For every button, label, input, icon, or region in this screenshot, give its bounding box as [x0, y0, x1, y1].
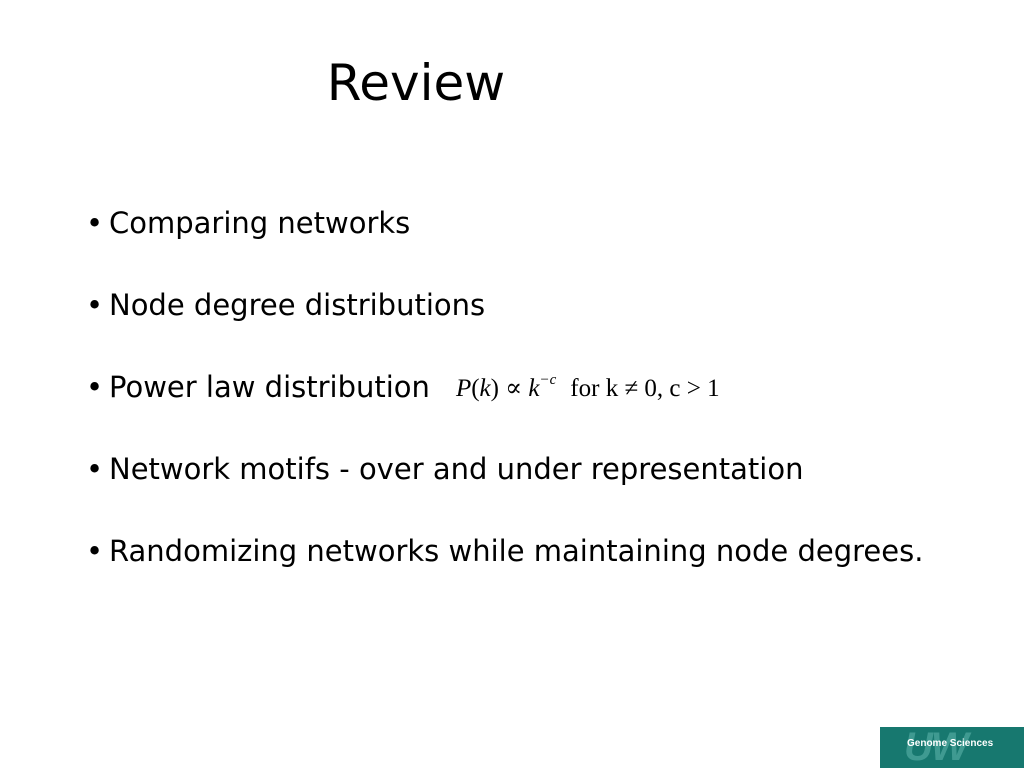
bullet-list: •Comparing networks •Node degree distrib… [86, 200, 923, 610]
bullet-icon: • [86, 206, 104, 240]
formula-proportional-symbol: ∝ [505, 375, 523, 402]
formula-condition: for k ≠ 0, c > 1 [570, 375, 720, 402]
bullet-text: Node degree distributions [109, 288, 486, 322]
formula-exponent: −c [539, 372, 557, 388]
genome-sciences-logo: UW Genome Sciences [880, 727, 1024, 768]
bullet-text: Power law distribution [109, 370, 430, 404]
uw-watermark: UW [904, 727, 969, 768]
bullet-text: Randomizing networks while maintaining n… [109, 534, 924, 568]
bullet-icon: • [86, 288, 104, 322]
bullet-icon: • [86, 370, 104, 404]
bullet-item: •Randomizing networks while maintaining … [86, 528, 923, 574]
bullet-text: Network motifs - over and under represen… [109, 452, 804, 486]
bullet-item: •Node degree distributions [86, 282, 923, 328]
bullet-item: •Comparing networks [86, 200, 923, 246]
slide-title: Review [326, 54, 506, 112]
bullet-item: •Network motifs - over and under represe… [86, 446, 923, 492]
bullet-text: Comparing networks [109, 206, 411, 240]
formula-base: k [528, 375, 540, 402]
formula-p: P [455, 375, 472, 402]
formula-k: k [479, 375, 491, 402]
bullet-icon: • [86, 534, 104, 568]
bullet-icon: • [86, 452, 104, 486]
logo-label: Genome Sciences [907, 738, 994, 749]
